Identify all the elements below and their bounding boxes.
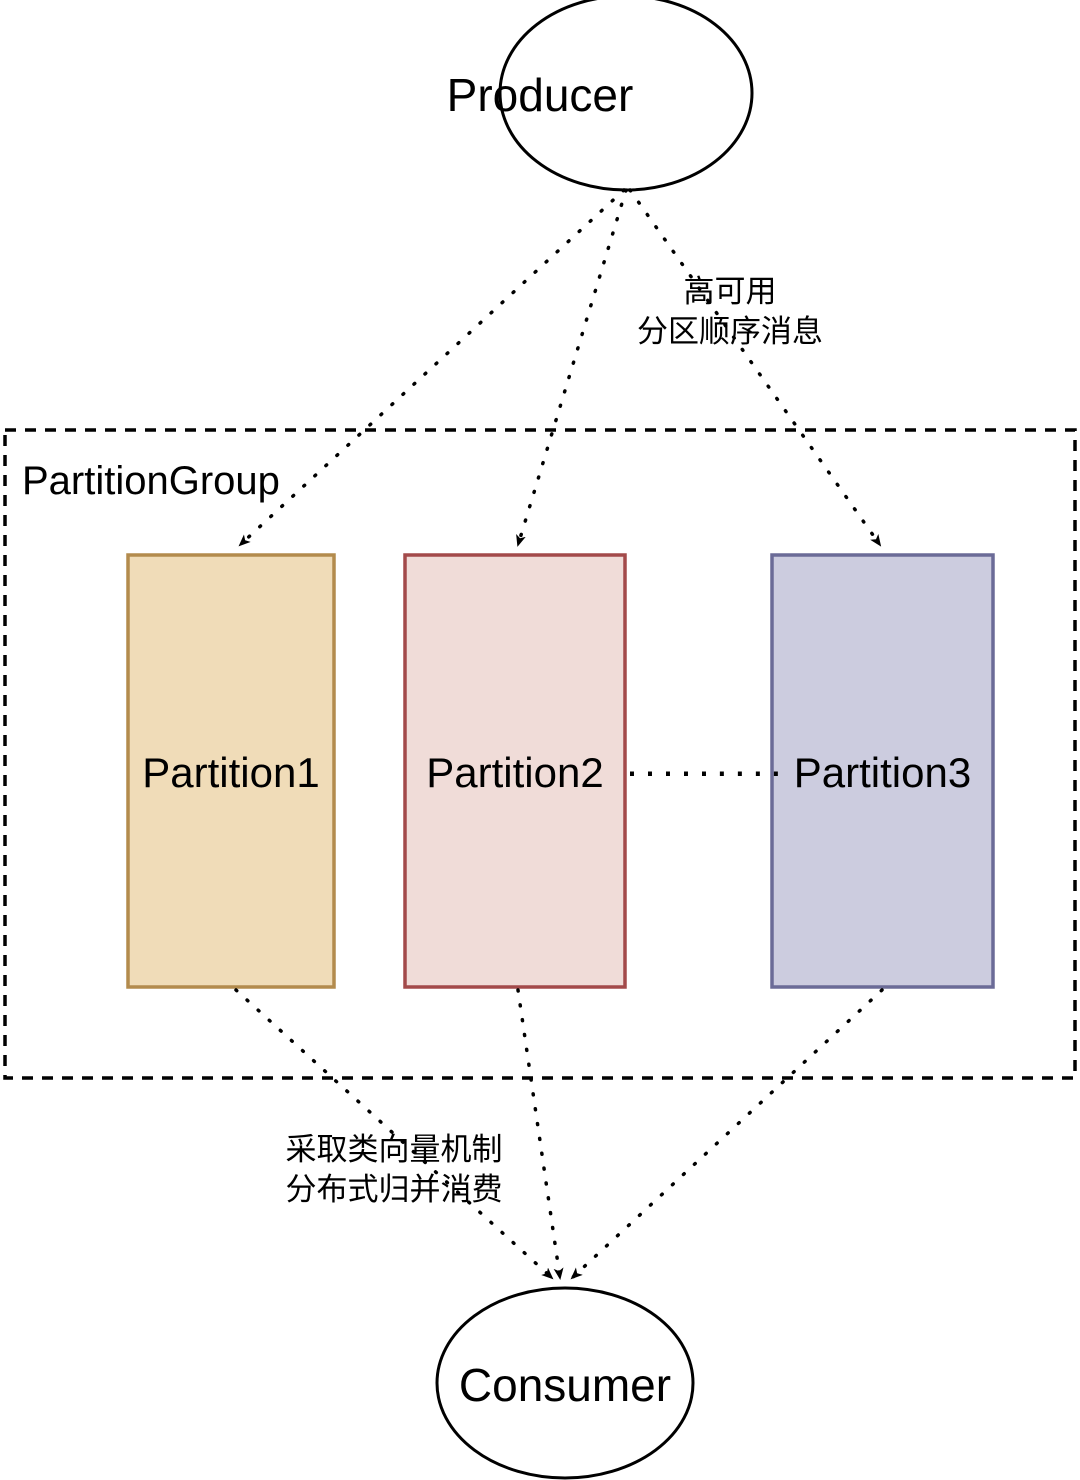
edge-producer-to-partition-3 [628,188,882,547]
partition-label-1: Partition1 [142,749,320,796]
partition-ellipsis: ········· [625,747,787,794]
partition-box-1[interactable] [126,553,336,989]
producer-label: Producer [446,69,634,121]
edge-partition-3-to-consumer [570,988,884,1280]
partition-box-3[interactable] [770,553,995,989]
edge-label-partitions-to-consumer: 采取类向量机制 分布式归并消费 [258,1130,530,1209]
partition-label-3: Partition3 [793,749,972,796]
edge-label-line-2: 分布式归并消费 [285,1171,503,1207]
partition-box-2[interactable] [403,553,627,989]
edge-label-line-1: 采取类向量机制 [285,1132,503,1167]
edge-label-line-1: 高可用 [683,274,777,309]
consumer-node[interactable] [435,1286,695,1480]
edge-label-producer-to-partitions: 高可用 分区顺序消息 [600,272,860,351]
consumer-label: Consumer [458,1359,672,1411]
edge-label-line-2: 分区顺序消息 [637,313,823,349]
edge-producer-to-partition-1 [238,188,626,547]
partition-label-2: Partition2 [426,749,604,796]
partition-group-label: PartitionGroup [22,459,280,503]
edge-partition-2-to-consumer [516,988,564,1280]
edge-producer-to-partition-2 [516,188,628,547]
